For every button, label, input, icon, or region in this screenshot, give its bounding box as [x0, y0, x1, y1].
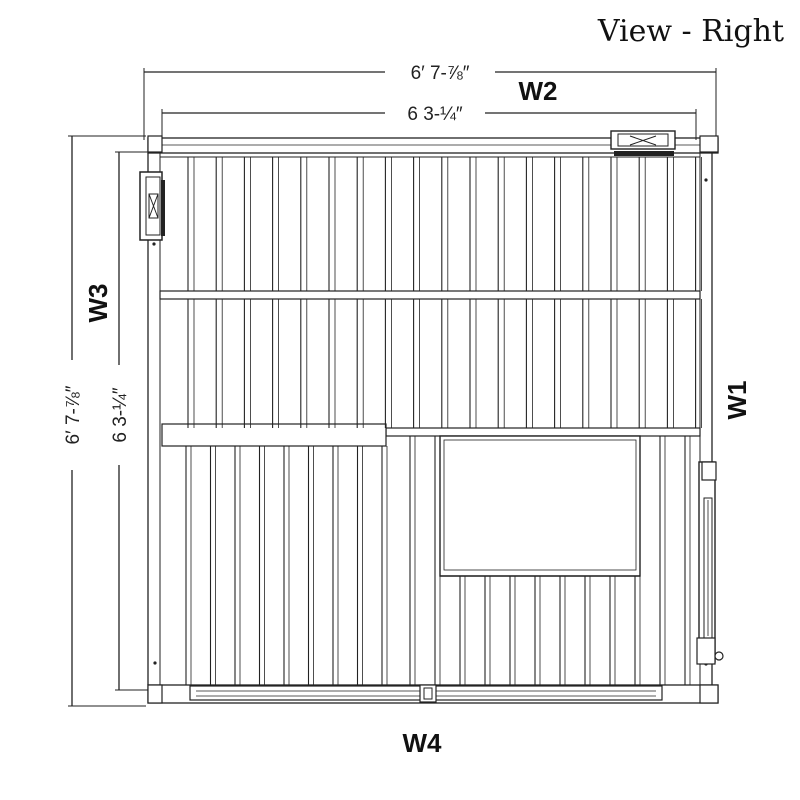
- inner-height-label: 6 3-¼″: [110, 387, 131, 443]
- left-hinge-icon: [139, 171, 165, 241]
- wall-label-w3: W3: [83, 284, 113, 323]
- rails: [159, 152, 701, 447]
- outer-height-label: 6′ 7-⅞″: [63, 385, 84, 444]
- wall-label-w1: W1: [722, 381, 752, 420]
- view-title: View - Right: [597, 14, 784, 49]
- window-panel: [439, 435, 641, 577]
- floor-rail: [189, 684, 663, 703]
- outer-width-label: 6′ 7-⅞″: [411, 63, 470, 84]
- wall-label-w4: W4: [403, 728, 443, 758]
- vent-icon: [610, 130, 676, 156]
- inner-width-label: 6 3-¼″: [407, 104, 463, 125]
- door-handle-icon: [696, 461, 724, 665]
- wall-label-w2: W2: [519, 76, 558, 106]
- wall-slats: [185, 157, 702, 685]
- outer-frame: [147, 135, 719, 704]
- top-outer-dimension: 6′ 7-⅞″: [143, 60, 717, 140]
- top-inner-dimension: 6 3-¼″: [161, 101, 697, 140]
- left-outer-dimension: 6′ 7-⅞″: [58, 135, 146, 707]
- left-inner-dimension: 6 3-¼″: [105, 151, 150, 691]
